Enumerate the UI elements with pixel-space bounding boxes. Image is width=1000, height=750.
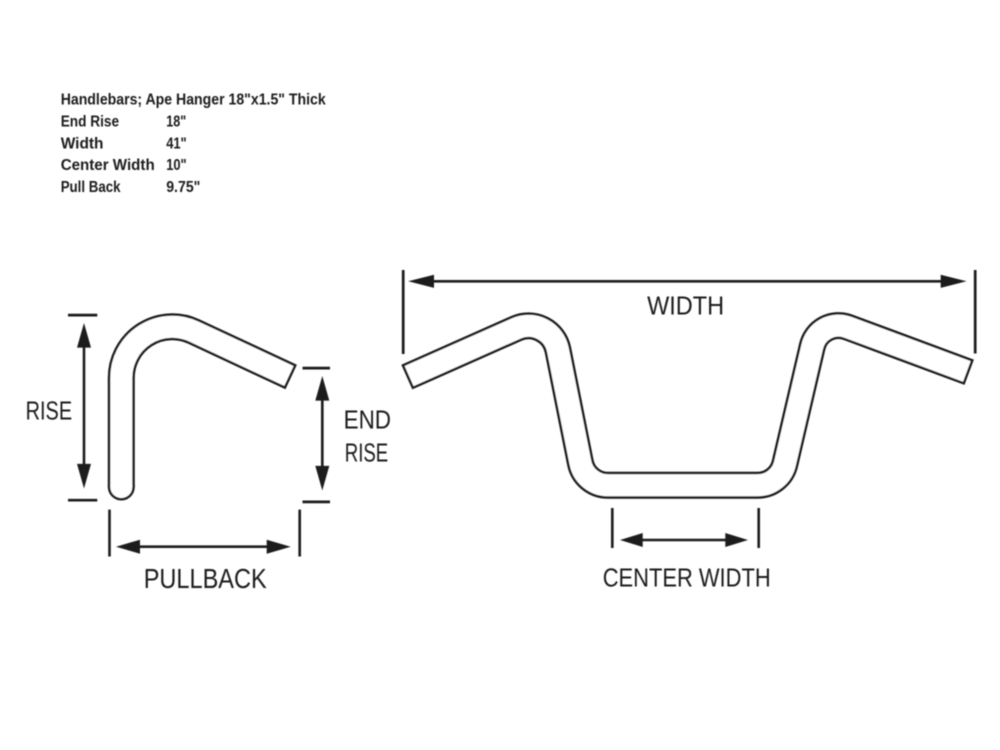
svg-text:18": 18" xyxy=(166,114,186,131)
svg-text:9.75": 9.75" xyxy=(166,179,200,196)
svg-text:PULLBACK: PULLBACK xyxy=(144,563,267,594)
svg-text:WIDTH: WIDTH xyxy=(647,290,724,320)
svg-text:RISE: RISE xyxy=(26,397,73,425)
svg-text:41": 41" xyxy=(166,135,187,152)
svg-text:Width: Width xyxy=(61,135,104,152)
svg-text:End Rise: End Rise xyxy=(61,114,120,131)
svg-text:Pull Back: Pull Back xyxy=(61,179,121,196)
svg-text:10": 10" xyxy=(166,157,187,174)
svg-text:Handlebars; Ape Hanger 18"x1.5: Handlebars; Ape Hanger 18"x1.5" Thick xyxy=(61,92,326,109)
svg-text:Center Width: Center Width xyxy=(61,157,155,174)
svg-text:CENTER WIDTH: CENTER WIDTH xyxy=(603,565,771,593)
svg-text:RISE: RISE xyxy=(345,437,389,467)
svg-text:END: END xyxy=(344,404,391,434)
